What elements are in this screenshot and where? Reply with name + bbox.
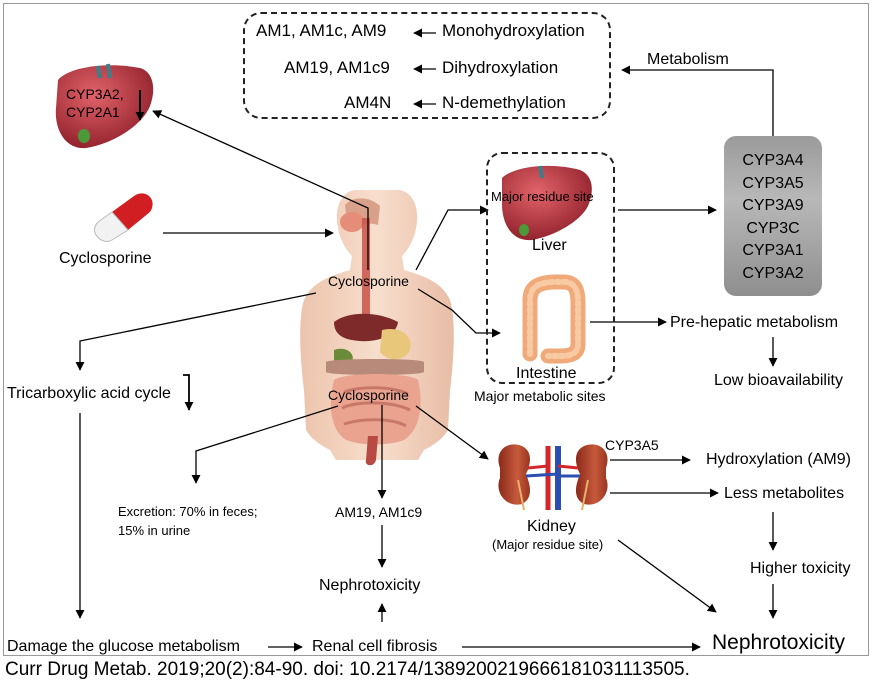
cyp-enzyme: CYP3A5 (742, 174, 804, 192)
cyp-enzyme-panel: CYP3A4 CYP3A5 CYP3A9 CYP3C CYP3A1 CYP3A2 (724, 136, 822, 296)
cyp-enzyme: CYP3C (746, 219, 800, 237)
top-liver-enzyme-2: CYP2A1 (66, 104, 120, 120)
figure-frame (3, 3, 869, 656)
metabolites-row1-products: AM1, AM1c, AM9 (256, 21, 387, 40)
body-cyclosporine-upper: Cyclosporine (328, 273, 409, 289)
excretion-line-1: Excretion: 70% in feces; (118, 504, 258, 519)
tca-cycle-label: Tricarboxylic acid cycle (7, 385, 171, 402)
less-metabolites-label: Less metabolites (724, 485, 845, 502)
renal-fibrosis-label: Renal cell fibrosis (312, 638, 438, 655)
liver-illustration (502, 165, 592, 241)
metabolites-row3-reaction: N-demethylation (442, 93, 566, 112)
arrows (75, 28, 778, 652)
cyp3a5-label: CYP3A5 (605, 437, 659, 453)
metabolites-row1-reaction: Monohydroxylation (442, 21, 585, 40)
kidney-illustration (498, 444, 608, 511)
cyp-enzyme: CYP3A4 (742, 152, 804, 169)
higher-toxicity-label: Higher toxicity (750, 560, 851, 577)
nephrotoxicity-mid-label: Nephrotoxicity (319, 577, 421, 594)
nephrotoxicity-final-label: Nephrotoxicity (712, 631, 846, 654)
body-cyclosporine-lower: Cyclosporine (328, 387, 409, 403)
liver-illustration-top (55, 63, 154, 149)
metabolism-label: Metabolism (647, 51, 729, 68)
excretion-line-2: 15% in urine (118, 523, 191, 538)
top-liver-enzyme-1: CYP3A2, (66, 86, 124, 102)
cyp-enzyme: CYP3A1 (742, 242, 804, 260)
cyclosporine-drug-label: Cyclosporine (59, 250, 152, 267)
kidney-label: Kidney (527, 518, 576, 535)
hydroxylation-label: Hydroxylation (AM9) (706, 451, 851, 468)
metabolites-row3-products: AM4N (344, 93, 392, 112)
major-metabolic-sites-box (486, 152, 615, 384)
metabolites-row2-reaction: Dihydroxylation (442, 58, 559, 77)
human-body-illustration (300, 190, 454, 466)
liver-label: Liver (532, 237, 567, 254)
cyp-enzyme: CYP3A2 (742, 264, 804, 282)
low-bioavailability-label: Low bioavailability (714, 372, 843, 389)
am19-label: AM19, AM1c9 (335, 504, 423, 520)
metabolite-reactions-box (243, 12, 611, 119)
intestine-illustration (522, 274, 586, 364)
intestine-label: Intestine (516, 365, 577, 382)
prehepatic-metabolism-label: Pre-hepatic metabolism (670, 314, 839, 331)
metabolites-row2-products: AM19, AM1c9 (284, 58, 390, 77)
pill-icon (94, 193, 153, 242)
glucose-damage-label: Damage the glucose metabolism (7, 638, 241, 655)
kidney-residue-note: (Major residue site) (492, 537, 604, 552)
liver-residue-site: Major residue site (491, 189, 594, 204)
citation: Curr Drug Metab. 2019;20(2):84-90. doi: … (5, 659, 690, 680)
major-metabolic-sites-caption: Major metabolic sites (474, 388, 606, 404)
cyp-enzyme: CYP3A9 (742, 197, 804, 215)
